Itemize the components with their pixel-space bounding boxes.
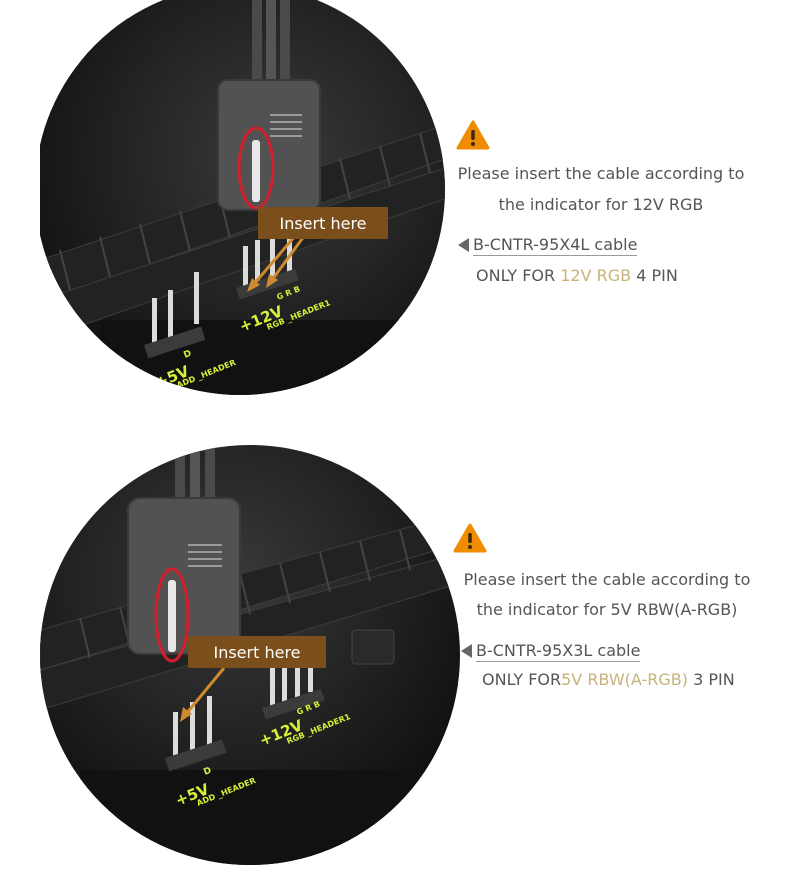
instruction-line-2: the indicator for 12V RGB xyxy=(498,195,704,214)
highlight-ring xyxy=(237,126,275,210)
cable-model-label: B-CNTR-95X4L cable xyxy=(458,235,638,256)
pcb-label-d: D xyxy=(182,349,193,361)
pin-requirement-highlight: 12V RGB xyxy=(560,266,632,285)
cable-model-label: B-CNTR-95X3L cable xyxy=(461,641,641,662)
highlight-ring xyxy=(154,567,190,663)
instruction-line-1: Please insert the cable according to xyxy=(463,570,751,589)
callout-box xyxy=(188,636,326,668)
warning-icon xyxy=(456,120,490,150)
pin-requirement-suffix: 3 PIN xyxy=(688,670,735,689)
product-photo-5v: +5V D ADD _HEADER +12V G R B RGB _HEADER… xyxy=(40,445,460,865)
pin-requirement-suffix: 4 PIN xyxy=(631,266,678,285)
callout-label: Insert here xyxy=(213,643,300,662)
pin-requirement-highlight: 5V RBW(A-RGB) xyxy=(561,670,689,689)
callout-box xyxy=(258,207,388,239)
callout-label: Insert here xyxy=(279,214,366,233)
cable-model-text: B-CNTR-95X4L cable xyxy=(473,235,638,256)
cable-model-text: B-CNTR-95X3L cable xyxy=(476,641,641,662)
instruction-line-2: the indicator for 5V RBW(A-RGB) xyxy=(476,600,738,619)
pin-requirement-prefix: ONLY FOR xyxy=(482,670,562,689)
left-triangle-icon xyxy=(461,643,472,658)
instruction-panel-12v: +5V D ADD _HEADER +12V G R B RGB _HEADER… xyxy=(0,0,800,430)
pcb-label-d: D xyxy=(202,766,213,778)
left-triangle-icon xyxy=(458,237,469,252)
instruction-panel-5v: +5V D ADD _HEADER +12V G R B RGB _HEADER… xyxy=(0,430,800,871)
warning-icon xyxy=(453,523,487,553)
pin-requirement: ONLY FOR 12V RGB 4 PIN xyxy=(476,266,678,285)
product-photo-12v: +5V D ADD _HEADER +12V G R B RGB _HEADER… xyxy=(40,0,445,395)
pin-requirement: ONLY FOR5V RBW(A-RGB) 3 PIN xyxy=(482,670,735,689)
instruction-line-1: Please insert the cable according to xyxy=(457,164,745,183)
pin-requirement-prefix: ONLY FOR xyxy=(476,266,561,285)
